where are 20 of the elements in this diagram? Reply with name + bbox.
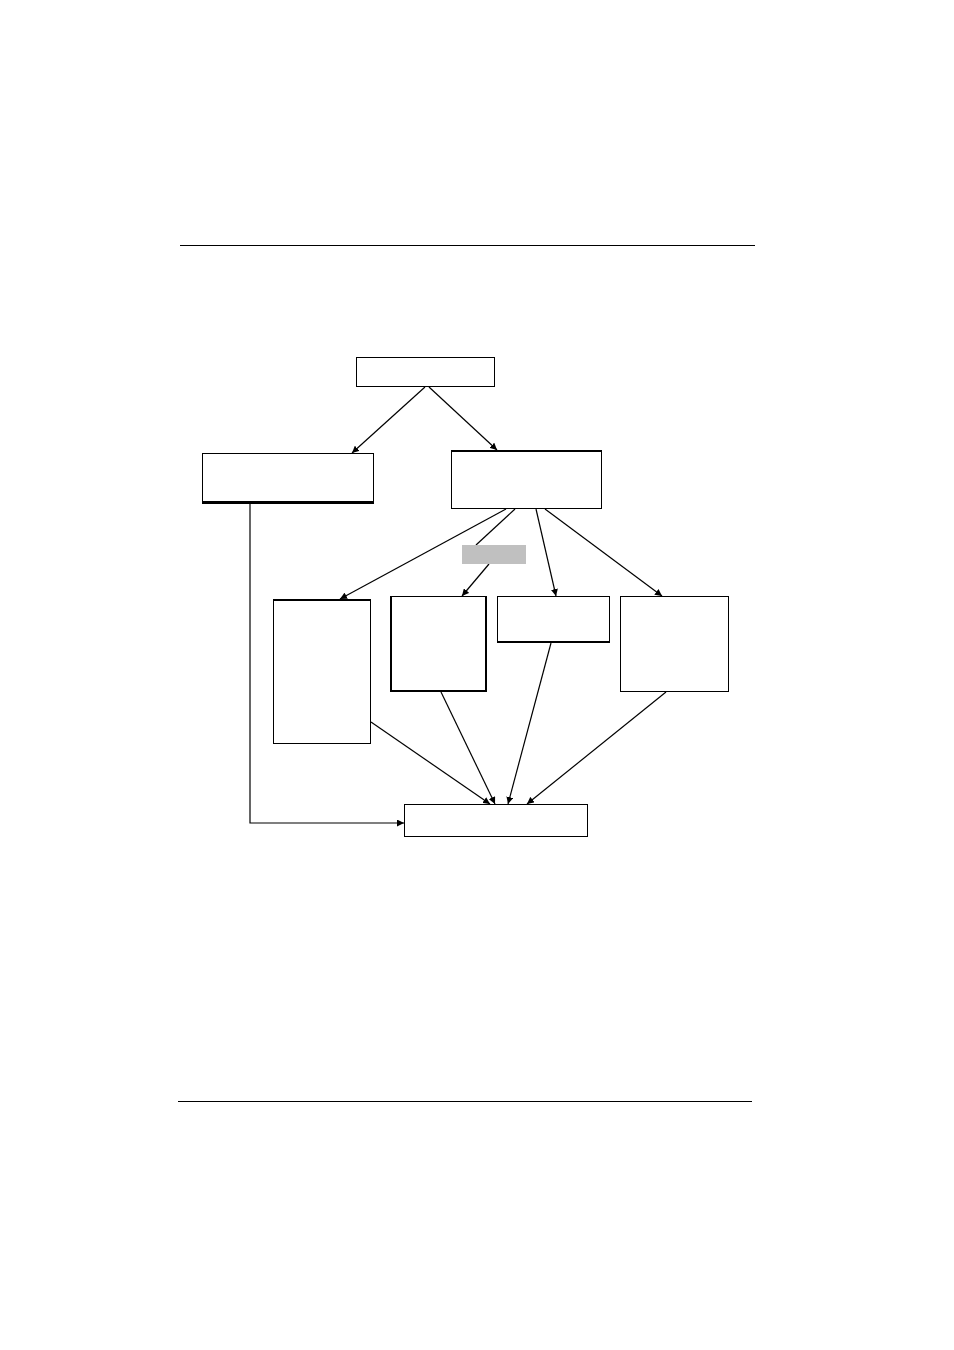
arrow [370, 721, 491, 805]
arrow [339, 508, 507, 600]
empty-box [497, 596, 610, 643]
arrow [544, 508, 663, 597]
empty-box [273, 599, 371, 744]
empty-box [356, 357, 495, 387]
arrow [461, 563, 490, 597]
arrow [249, 503, 405, 827]
empty-box [404, 804, 588, 837]
arrow [535, 508, 558, 597]
arrow [428, 386, 498, 451]
arrow [351, 386, 426, 454]
empty-box [390, 596, 487, 692]
arrow [526, 691, 667, 805]
arrow [506, 642, 552, 805]
empty-box [451, 450, 602, 509]
empty-box [202, 453, 374, 504]
empty-box [620, 596, 729, 692]
label-patch [462, 545, 526, 564]
arrow [440, 691, 496, 805]
